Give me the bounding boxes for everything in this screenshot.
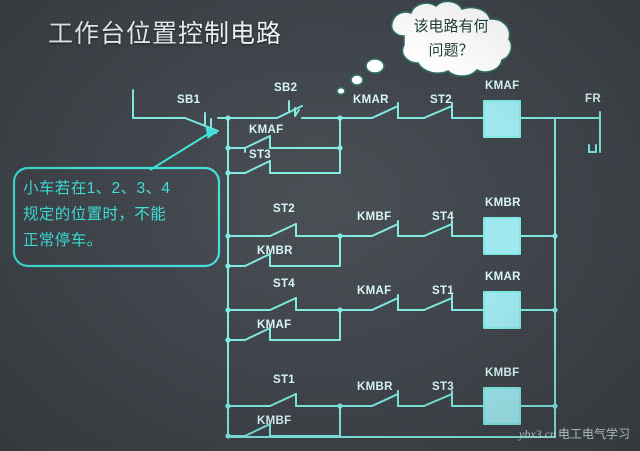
kmaf-aux-blade <box>244 135 271 149</box>
callout-line-1: 小车若在1、2、3、4 <box>23 180 171 197</box>
label-fr: FR <box>585 93 601 105</box>
callout-leader-arrow <box>205 126 220 139</box>
label-rung1-kmar: KMAR <box>353 94 389 106</box>
rung3-st4-blade <box>269 297 297 311</box>
label-rung4-kmbr: KMBR <box>357 381 393 393</box>
label-rung4-st3: ST3 <box>432 381 454 393</box>
fr-heater-loop <box>588 144 597 153</box>
label-sb2: SB2 <box>274 82 298 94</box>
callout-text: 小车若在1、2、3、4 规定的位置时，不能 正常停车。 <box>23 176 211 254</box>
junction-dots <box>225 115 558 439</box>
label-coil-kmbr: KMBR <box>485 197 521 209</box>
rung2-st2-blade <box>269 223 297 237</box>
rung2-kmbf-blade <box>371 223 399 237</box>
callout-box <box>12 166 221 268</box>
supply-left-riser <box>132 89 186 119</box>
label-rung3-start-st4: ST4 <box>273 278 295 290</box>
cloud-bubble-large <box>365 58 385 74</box>
rung2-st4-blade <box>423 223 453 237</box>
label-rung2-aux-kmbr: KMBR <box>257 245 293 257</box>
label-rung3-aux-kmaf: KMAF <box>257 319 292 331</box>
label-rung2-st4: ST4 <box>432 211 454 223</box>
rung4-kmbr-blade <box>371 393 399 407</box>
rung1-kmar-blade <box>371 105 399 119</box>
label-rung1-aux-st3: ST3 <box>249 149 271 161</box>
label-coil-kmbf: KMBF <box>485 367 520 379</box>
rung2-aux-lead-right <box>269 235 341 267</box>
rung3-kmaf-aux-blade <box>244 327 271 341</box>
label-rung1-st2: ST2 <box>430 94 452 106</box>
label-rung4-start-st1: ST1 <box>273 374 295 386</box>
rung4-st3-blade <box>423 393 453 407</box>
label-rung1-aux-kmaf: KMAF <box>249 124 284 136</box>
label-coil-kmar: KMAR <box>485 271 521 283</box>
rung3-st1-blade <box>423 297 453 311</box>
callout-line-2: 规定的位置时，不能 <box>23 206 167 223</box>
rung3-kmaf-blade <box>371 297 399 311</box>
label-rung3-st1: ST1 <box>432 285 454 297</box>
label-sb1: SB1 <box>177 94 201 106</box>
label-rung3-kmaf: KMAF <box>357 285 392 297</box>
thought-cloud-line2: 问题？ <box>428 42 474 59</box>
rung4-kmbf-aux-blade <box>244 423 271 437</box>
st3-aux-blade <box>244 160 271 174</box>
label-rung2-start-st2: ST2 <box>273 203 295 215</box>
coil-kmbf <box>483 387 521 425</box>
thought-cloud-line1: 该电路有何 <box>413 18 489 35</box>
label-rung4-aux-kmbf: KMBF <box>257 415 292 427</box>
callout-leader-line <box>149 130 214 171</box>
label-rung2-kmbf: KMBF <box>357 211 392 223</box>
rung2-kmbr-aux-blade <box>244 253 271 267</box>
sb2-actuator-stem <box>294 107 300 117</box>
st3-aux-lead-right <box>269 147 341 174</box>
cloud-body <box>390 0 513 77</box>
cloud-bubble-medium <box>350 74 364 86</box>
cloud-bubble-small <box>336 86 346 96</box>
coil-kmbr <box>483 217 521 255</box>
rung4-aux-lead-right <box>269 405 341 437</box>
rung4-st1-blade <box>269 393 297 407</box>
watermark-text: 电工电气学习 <box>557 427 630 441</box>
callout-line-3: 正常停车。 <box>23 232 103 249</box>
rung3-aux-lead-right <box>269 309 341 341</box>
rung1-st2-blade <box>423 105 453 119</box>
page-title: 工作台位置控制电路 <box>48 20 283 48</box>
watermark-site: ybx3.cn <box>519 427 556 441</box>
label-coil-kmaf: KMAF <box>485 80 520 92</box>
